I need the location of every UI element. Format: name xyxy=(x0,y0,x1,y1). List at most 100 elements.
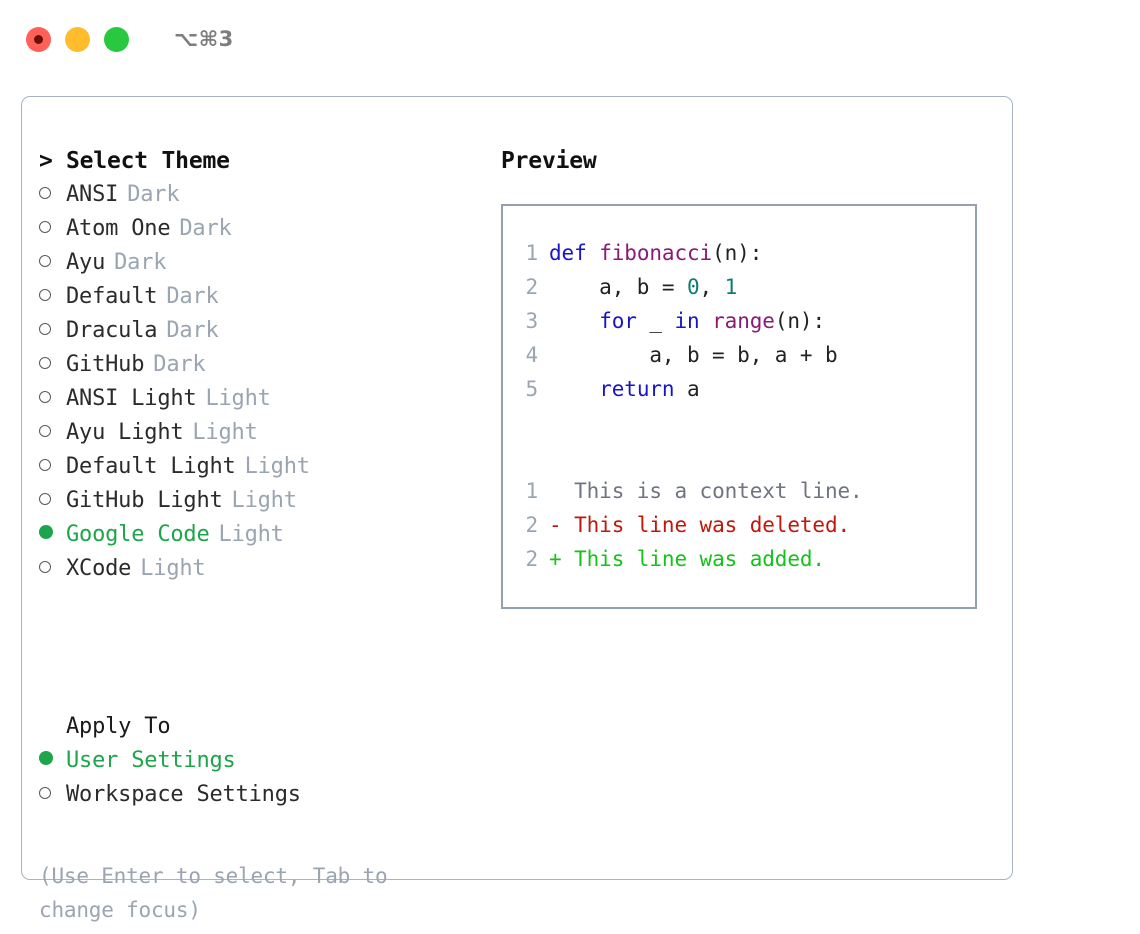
theme-option-ansi-light[interactable]: ANSI Light Light xyxy=(39,386,479,420)
apply-to-title: Apply To xyxy=(39,714,479,748)
code-token-punctuation: , xyxy=(699,275,725,299)
code-token-punctuation: (n): xyxy=(774,309,826,333)
theme-option-kind: Dark xyxy=(166,284,219,309)
diff-text: This is a context line. xyxy=(574,479,863,503)
theme-picker-header: > Select Theme xyxy=(39,148,479,182)
theme-option-github-light[interactable]: GitHub Light Light xyxy=(39,488,479,522)
radio-unselected-icon xyxy=(39,492,66,509)
line-number: 3 xyxy=(525,309,538,333)
minimize-button[interactable] xyxy=(65,26,90,52)
keyboard-shortcut-label: ⌥⌘3 xyxy=(174,27,234,51)
apply-to-option-user-settings[interactable]: User Settings xyxy=(39,748,479,782)
maximize-button[interactable] xyxy=(104,26,129,52)
line-number: 1 xyxy=(525,241,538,265)
code-content: return a xyxy=(549,372,700,406)
code-blank-line xyxy=(503,406,975,440)
code-line: 3 for _ in range(n): xyxy=(503,304,975,338)
theme-option-kind: Dark xyxy=(166,318,219,343)
radio-unselected-icon xyxy=(39,254,66,271)
code-content: a, b = b, a + b xyxy=(549,338,838,372)
theme-option-label: ANSI xyxy=(66,182,119,207)
close-button[interactable] xyxy=(26,26,51,52)
theme-option-label: Atom One xyxy=(66,216,171,241)
radio-unselected-icon xyxy=(39,220,66,237)
code-content: def fibonacci(n): xyxy=(549,236,762,270)
theme-option-xcode-light[interactable]: XCode Light xyxy=(39,556,479,590)
theme-option-kind: Light xyxy=(192,420,258,445)
code-token-punctuation: (n): xyxy=(712,241,763,265)
theme-option-kind: Light xyxy=(140,556,206,581)
theme-option-github-dark[interactable]: GitHub Dark xyxy=(39,352,479,386)
theme-option-ansi-dark[interactable]: ANSI Dark xyxy=(39,182,479,216)
radio-unselected-icon xyxy=(39,458,66,475)
apply-to-label: Apply To xyxy=(66,714,171,739)
code-token-punctuation xyxy=(549,309,599,333)
code-token-punctuation xyxy=(549,377,599,401)
keyboard-hint-text: (Use Enter to select, Tab to change focu… xyxy=(39,864,388,922)
theme-option-default-light[interactable]: Default Light Light xyxy=(39,454,479,488)
theme-option-kind: Dark xyxy=(127,182,180,207)
diff-marker: + xyxy=(549,547,575,571)
apply-to-option-label: User Settings xyxy=(66,748,236,773)
code-token-punctuation xyxy=(700,309,713,333)
diff-line-context: 1 This is a context line. xyxy=(503,474,975,508)
diff-line-added: 2 + This line was added. xyxy=(503,542,975,576)
theme-option-kind: Light xyxy=(231,488,297,513)
radio-unselected-icon xyxy=(39,322,66,339)
page-title: Select Theme xyxy=(66,148,230,174)
theme-option-label: GitHub xyxy=(66,352,145,377)
code-line: 2 a, b = 0, 1 xyxy=(503,270,975,304)
apply-to-option-workspace-settings[interactable]: Workspace Settings xyxy=(39,782,479,816)
radio-unselected-icon xyxy=(39,786,66,803)
line-number: 1 xyxy=(525,479,538,503)
code-blank-line xyxy=(503,440,975,474)
radio-unselected-icon xyxy=(39,560,66,577)
theme-option-label: Default xyxy=(66,284,158,309)
diff-text: This line was deleted. xyxy=(574,513,851,537)
theme-option-label: Dracula xyxy=(66,318,158,343)
code-token-punctuation: a, b = xyxy=(549,275,687,299)
theme-option-dracula-dark[interactable]: Dracula Dark xyxy=(39,318,479,352)
radio-selected-icon xyxy=(39,751,66,769)
code-token-keyword: return xyxy=(599,377,675,401)
theme-option-kind: Light xyxy=(205,386,271,411)
apply-to-group: Apply To User Settings Workspace Setting… xyxy=(39,714,479,816)
line-number: 5 xyxy=(525,377,538,401)
preview-box: 1 def fibonacci(n): 2 a, b = 0, 1 3 for … xyxy=(501,204,977,609)
theme-option-default-dark[interactable]: Default Dark xyxy=(39,284,479,318)
theme-option-label: Ayu xyxy=(66,250,106,275)
radio-unselected-icon xyxy=(39,390,66,407)
diff-marker xyxy=(549,474,574,508)
code-line: 1 def fibonacci(n): xyxy=(503,236,975,270)
window-controls xyxy=(26,26,129,52)
theme-option-ayu-light[interactable]: Ayu Light Light xyxy=(39,420,479,454)
line-number: 4 xyxy=(525,343,538,367)
code-content: a, b = 0, 1 xyxy=(549,270,737,304)
theme-option-atom-one-dark[interactable]: Atom One Dark xyxy=(39,216,479,250)
code-line: 5 return a xyxy=(503,372,975,406)
radio-unselected-icon xyxy=(39,424,66,441)
theme-option-google-code-light[interactable]: Google Code Light xyxy=(39,522,479,556)
theme-option-label: ANSI Light xyxy=(66,386,197,411)
theme-option-label: GitHub Light xyxy=(66,488,223,513)
code-token-function: range xyxy=(712,309,775,333)
line-number: 2 xyxy=(525,275,538,299)
theme-option-ayu-dark[interactable]: Ayu Dark xyxy=(39,250,479,284)
code-token-keyword: for xyxy=(599,309,637,333)
theme-option-label: Ayu Light xyxy=(66,420,184,445)
title-bar: ⌥⌘3 xyxy=(0,0,1140,78)
code-content: for _ in range(n): xyxy=(549,304,825,338)
diff-marker: - xyxy=(549,513,575,537)
diff-text: This line was added. xyxy=(574,547,825,571)
line-number: 2 xyxy=(525,513,538,537)
code-token-number: 1 xyxy=(724,275,738,299)
preview-title: Preview xyxy=(501,148,597,174)
code-token-keyword: def xyxy=(549,241,600,265)
code-token-punctuation: a, b = b, a + b xyxy=(549,343,838,367)
diff-line-deleted: 2 - This line was deleted. xyxy=(503,508,975,542)
theme-option-kind: Dark xyxy=(114,250,167,275)
theme-picker-list: > Select Theme ANSI Dark Atom One Dark A… xyxy=(39,148,479,590)
prompt-caret-icon: > xyxy=(39,148,53,174)
code-token-punctuation: a xyxy=(674,377,700,401)
